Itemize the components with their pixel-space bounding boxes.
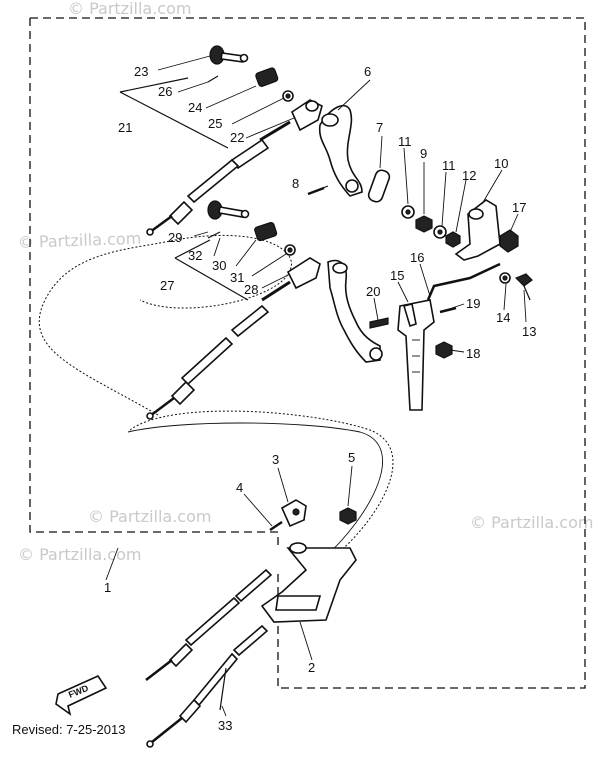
callout-1: 1 (104, 580, 111, 595)
callout-15: 15 (390, 268, 404, 283)
callout-3: 3 (272, 452, 279, 467)
callout-20: 20 (366, 284, 380, 299)
callout-28: 28 (244, 282, 258, 297)
callout-11a: 11 (398, 134, 412, 149)
callout-17: 17 (512, 200, 526, 215)
shift-arm-15 (397, 299, 435, 411)
callout-27: 27 (160, 278, 174, 293)
leader-lines (105, 55, 527, 717)
bracket-10 (454, 199, 501, 261)
bracket-2 (260, 542, 357, 623)
fwd-arrow-icon: FWD (55, 674, 108, 716)
nut-12 (445, 231, 461, 248)
callout-10: 10 (494, 156, 508, 171)
watermark: © Partzilla.com (88, 507, 211, 526)
rod-16 (426, 262, 501, 301)
revised-date: Revised: 7-25-2013 (12, 722, 125, 737)
callout-19: 19 (466, 296, 480, 311)
callout-18: 18 (466, 346, 480, 361)
nut-18 (435, 341, 453, 359)
callout-25: 25 (208, 116, 222, 131)
callout-33: 33 (218, 718, 232, 733)
nut-9 (415, 215, 433, 233)
callout-numbers: 23 26 24 25 21 22 6 7 11 9 11 12 10 8 17… (104, 64, 536, 733)
cable-end-21 (119, 45, 323, 236)
callout-5: 5 (348, 450, 355, 465)
cable-end-27 (146, 200, 321, 420)
callout-4: 4 (236, 480, 243, 495)
watermark: © Partzilla.com (68, 0, 191, 18)
cable-33 (145, 568, 273, 748)
callout-8: 8 (292, 176, 299, 191)
nut-5 (339, 507, 357, 525)
bolt-13 (514, 273, 533, 287)
clip-17 (499, 229, 519, 253)
callout-13: 13 (522, 324, 536, 339)
screw-8 (307, 186, 325, 196)
callout-6: 6 (364, 64, 371, 79)
callout-16: 16 (410, 250, 424, 265)
callout-30: 30 (212, 258, 226, 273)
bolt-20 (369, 317, 389, 329)
callout-7: 7 (376, 120, 383, 135)
shift-lever-lower (327, 259, 383, 363)
watermark: © Partzilla.com (470, 513, 593, 532)
cable-wire (127, 422, 383, 561)
callout-11b: 11 (442, 158, 456, 173)
assembly-boundary (29, 17, 586, 689)
callout-26: 26 (158, 84, 172, 99)
callout-24: 24 (188, 100, 202, 115)
callout-32: 32 (188, 248, 202, 263)
callout-21: 21 (118, 120, 132, 135)
watermark: © Partzilla.com (18, 545, 141, 564)
callout-23: 23 (134, 64, 148, 79)
watermark: © Partzilla.com (17, 229, 141, 252)
callout-31: 31 (230, 270, 244, 285)
callout-9: 9 (420, 146, 427, 161)
callout-22: 22 (230, 130, 244, 145)
control-cable-lower (129, 410, 394, 561)
callout-29: 29 (168, 230, 182, 245)
pin-7 (367, 169, 391, 203)
shift-lever-6 (311, 104, 363, 197)
screw-4 (269, 520, 283, 532)
control-cable (38, 234, 292, 416)
callout-2: 2 (308, 660, 315, 675)
screw-19 (439, 306, 457, 314)
callout-12: 12 (462, 168, 476, 183)
callout-14: 14 (496, 310, 510, 325)
